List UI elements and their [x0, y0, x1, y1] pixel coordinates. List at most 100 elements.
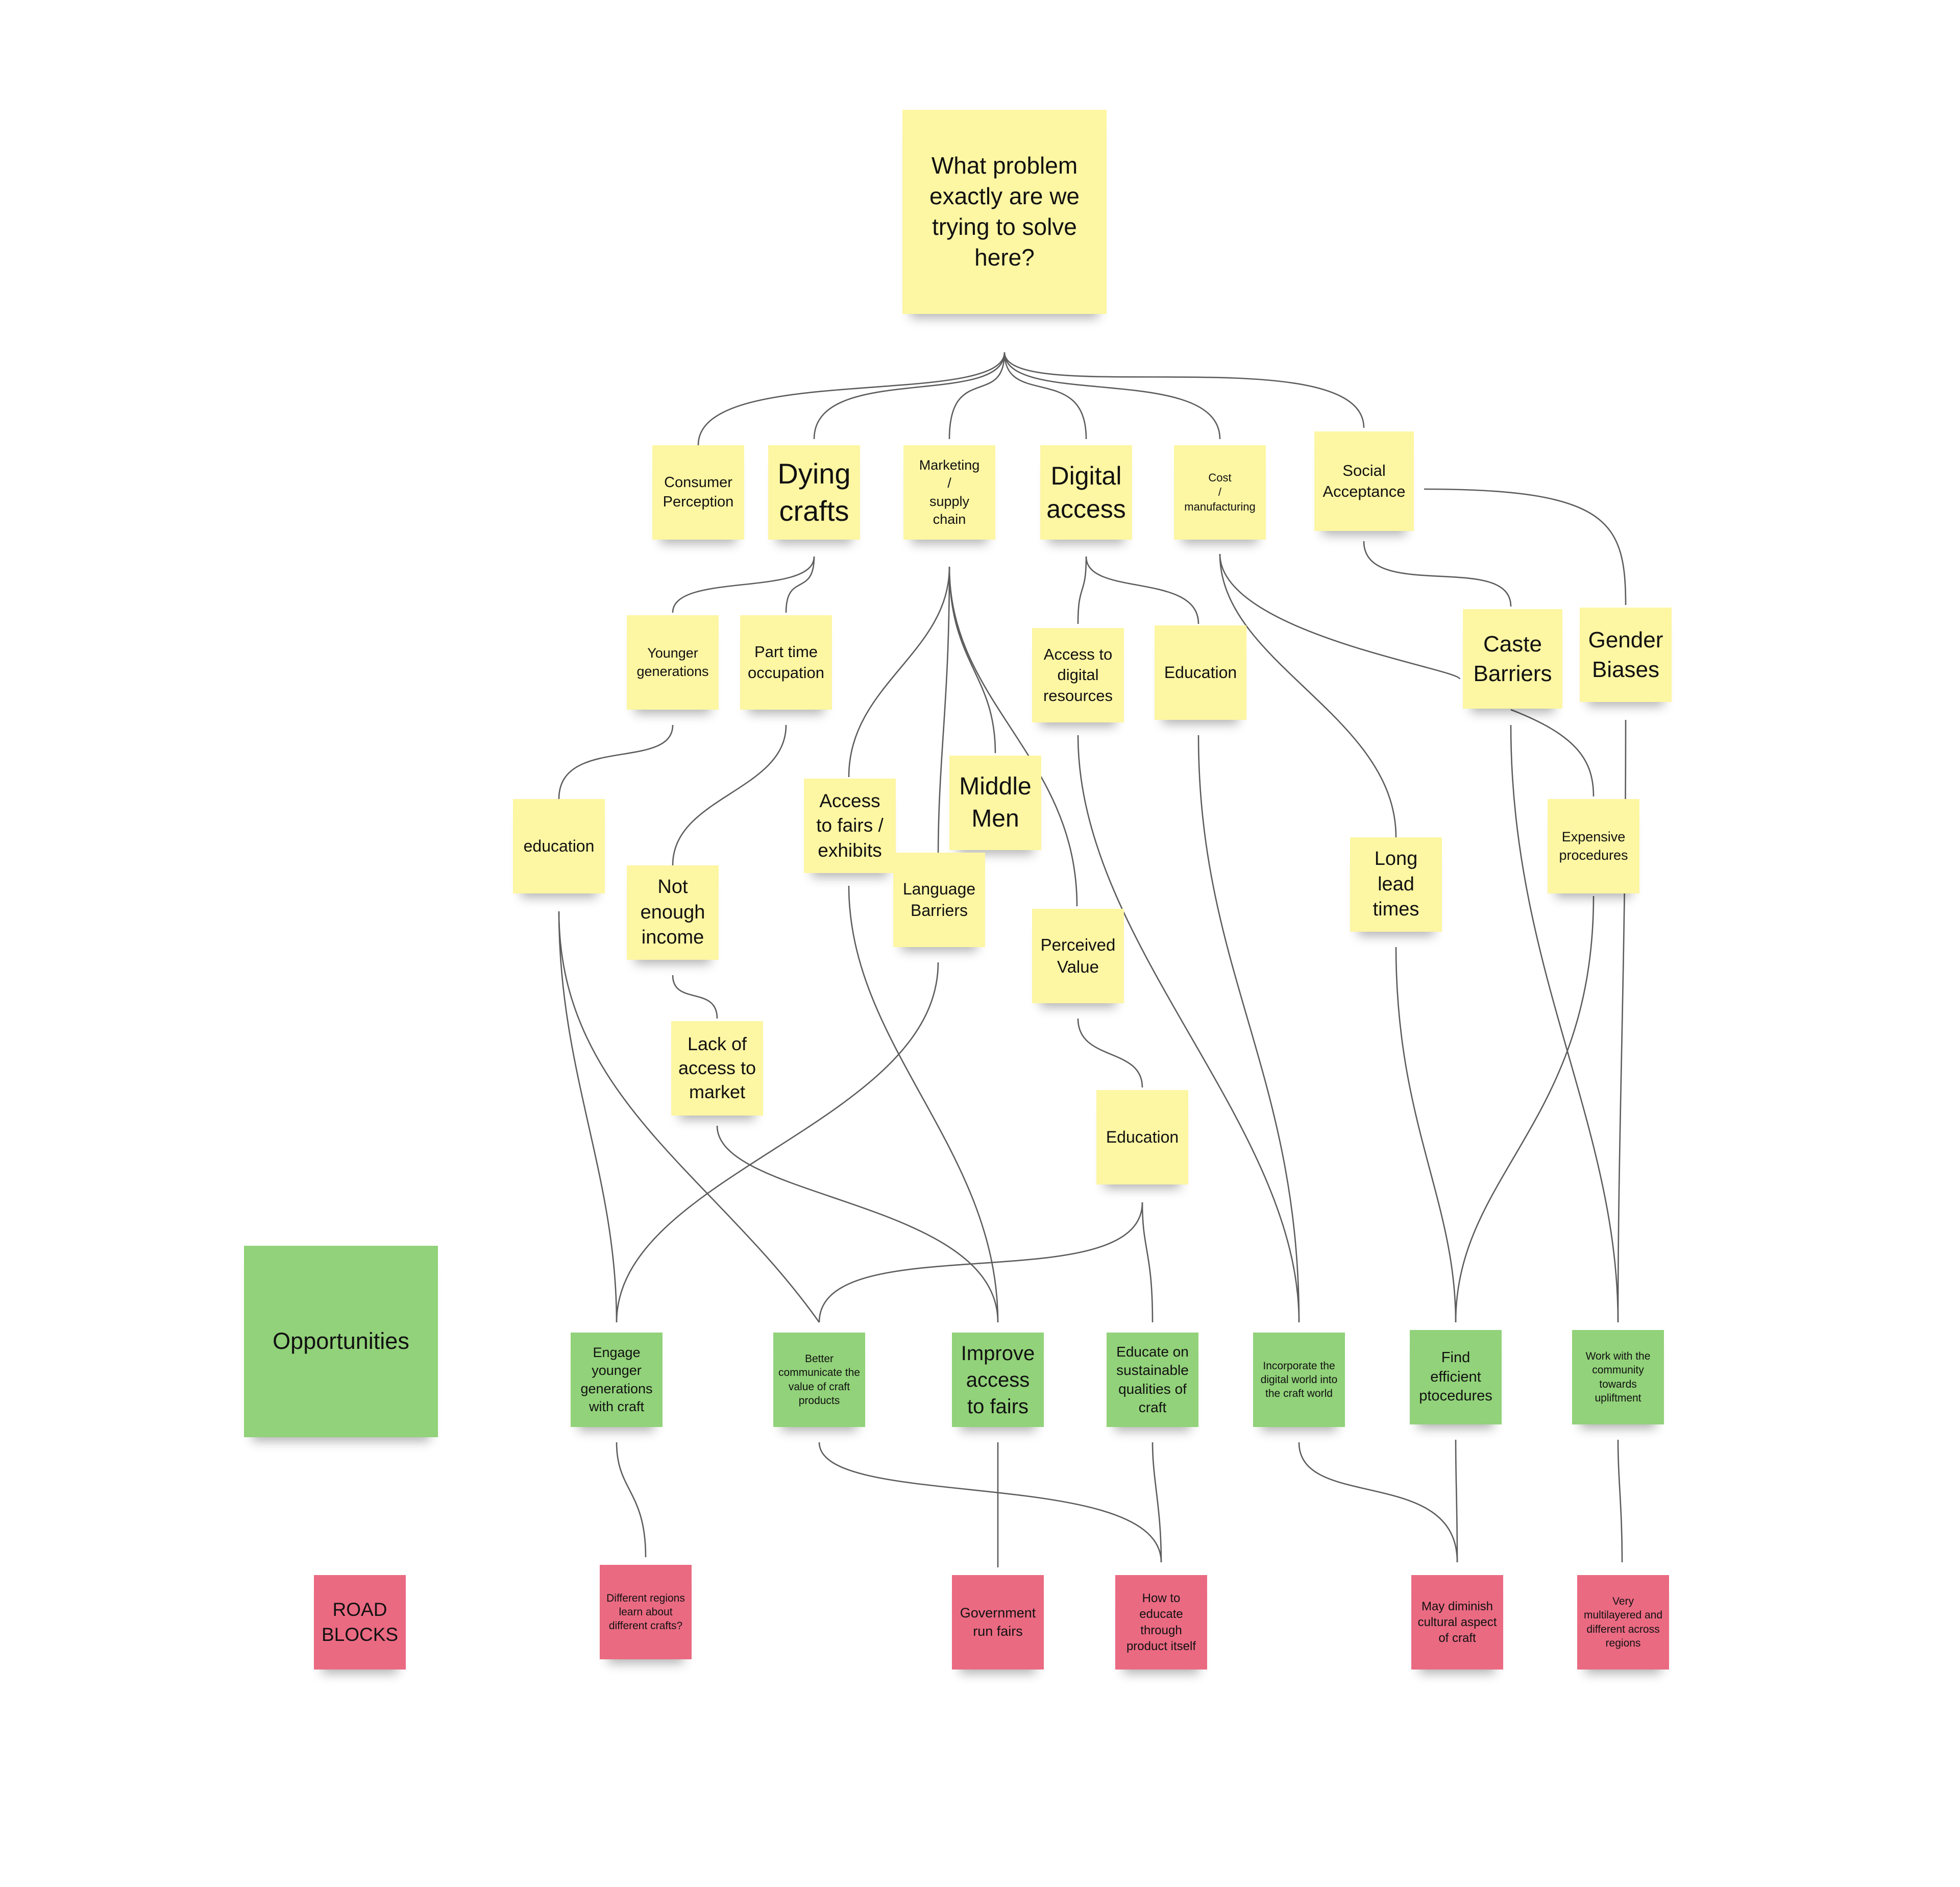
note-text: education	[523, 836, 595, 855]
category-marketing[interactable]: Marketing / supply chain	[903, 445, 995, 540]
connector	[813, 352, 1006, 440]
note-language-barriers[interactable]: Language Barriers	[893, 853, 985, 947]
roadblock-may-diminish[interactable]: May diminish cultural aspect of craft	[1411, 1575, 1503, 1670]
connector	[1003, 352, 1365, 428]
opportunity-better-communicate[interactable]: Better communicate the value of craft pr…	[773, 1333, 865, 1427]
connector	[1424, 488, 1627, 606]
connector	[697, 352, 1006, 446]
category-cost[interactable]: Cost / manufacturing	[1174, 445, 1266, 540]
roadblock-how-to-educate[interactable]: How to educate through product itself	[1115, 1575, 1207, 1670]
note-text: Long lead times	[1373, 848, 1419, 921]
note-lack-access-market[interactable]: Lack of access to market	[671, 1021, 763, 1116]
root-question-text: What problem exactly are we trying to so…	[929, 152, 1080, 271]
note-text: Improve access to fairs	[961, 1342, 1035, 1418]
note-text: Digital access	[1046, 461, 1126, 523]
note-text: Engage younger generations with craft	[580, 1345, 653, 1414]
note-text: Gender Biases	[1588, 627, 1663, 682]
note-text: Better communicate the value of craft pr…	[778, 1352, 860, 1407]
connector	[558, 724, 674, 800]
note-text: Not enough income	[640, 876, 705, 949]
note-text: Work with the community towards upliftme…	[1585, 1350, 1651, 1404]
note-part-time-occupation[interactable]: Part time occupation	[740, 615, 832, 710]
note-text: Access to fairs / exhibits	[816, 790, 884, 861]
connector	[1141, 1202, 1154, 1323]
roadblock-very-multilayered[interactable]: Very multilayered and different across r…	[1577, 1575, 1669, 1670]
note-text: Social Acceptance	[1322, 462, 1406, 500]
connector	[1197, 735, 1300, 1323]
connector	[1152, 1442, 1162, 1563]
connector	[948, 566, 1078, 907]
connector	[1617, 1439, 1623, 1563]
connector	[948, 352, 1006, 440]
note-text: Incorporate the digital world into the c…	[1260, 1360, 1338, 1400]
connector	[1298, 1442, 1458, 1563]
note-caste-barriers[interactable]: Caste Barriers	[1463, 609, 1562, 709]
note-text: ROAD BLOCKS	[321, 1599, 399, 1645]
connector	[848, 885, 999, 1323]
note-text: Access to digital resources	[1043, 645, 1113, 705]
connector	[1077, 556, 1087, 624]
connector	[1003, 352, 1221, 440]
connector	[616, 962, 939, 1323]
note-text: May diminish cultural aspect of craft	[1417, 1599, 1497, 1646]
connector	[818, 1442, 1162, 1563]
note-text: Language Barriers	[902, 879, 976, 920]
note-expensive-procedures[interactable]: Expensive procedures	[1548, 799, 1639, 893]
note-long-lead-times[interactable]: Long lead times	[1350, 837, 1442, 932]
note-text: Marketing / supply chain	[919, 457, 980, 527]
legend-road-blocks-note[interactable]: ROAD BLOCKS	[314, 1575, 406, 1670]
connector	[848, 566, 950, 778]
connector	[937, 566, 950, 861]
note-access-fairs-exhibits[interactable]: Access to fairs / exhibits	[804, 779, 896, 873]
note-younger-generations[interactable]: Younger generations	[627, 615, 719, 710]
note-education-younger[interactable]: education	[513, 799, 605, 893]
note-text: Different regions learn about different …	[606, 1592, 685, 1632]
opportunity-work-community[interactable]: Work with the community towards upliftme…	[1572, 1330, 1664, 1424]
note-access-digital-resources[interactable]: Access to digital resources	[1032, 628, 1124, 722]
category-social-acceptance[interactable]: Social Acceptance	[1314, 431, 1414, 531]
connector	[716, 1125, 999, 1323]
root-question-note[interactable]: What problem exactly are we trying to so…	[902, 110, 1107, 314]
opportunity-incorporate-digital[interactable]: Incorporate the digital world into the c…	[1253, 1333, 1345, 1427]
connector	[1077, 735, 1300, 1323]
opportunity-find-efficient[interactable]: Find efficient ptocedures	[1410, 1330, 1502, 1424]
connector	[1510, 724, 1619, 1323]
category-digital-access[interactable]: Digital access	[1040, 445, 1132, 540]
connector	[672, 975, 718, 1019]
note-text: Caste Barriers	[1473, 632, 1552, 686]
opportunity-educate-sustainable[interactable]: Educate on sustainable qualities of craf…	[1107, 1333, 1198, 1427]
note-gender-biases[interactable]: Gender Biases	[1580, 608, 1672, 702]
connector	[1363, 541, 1512, 607]
legend-opportunities-note[interactable]: Opportunities	[244, 1246, 438, 1437]
roadblock-different-regions[interactable]: Different regions learn about different …	[600, 1565, 692, 1659]
note-text: Dying crafts	[777, 457, 851, 527]
connector	[1085, 556, 1199, 624]
note-text: Part time occupation	[748, 643, 824, 682]
note-text: How to educate through product itself	[1126, 1591, 1196, 1653]
connector	[1077, 1018, 1143, 1088]
connector	[785, 556, 815, 613]
note-text: Lack of access to market	[678, 1033, 756, 1102]
note-education-value[interactable]: Education	[1096, 1090, 1188, 1184]
note-text: Opportunities	[273, 1328, 409, 1354]
category-dying-crafts[interactable]: Dying crafts	[768, 445, 860, 540]
connector	[1219, 553, 1397, 838]
connector	[948, 566, 996, 754]
note-text: Perceived Value	[1040, 935, 1116, 976]
roadblock-government-fairs[interactable]: Government run fairs	[952, 1575, 1044, 1670]
note-perceived-value[interactable]: Perceived Value	[1032, 909, 1124, 1003]
opportunity-improve-fairs[interactable]: Improve access to fairs	[952, 1333, 1044, 1427]
opportunity-engage-younger[interactable]: Engage younger generations with craft	[571, 1333, 663, 1427]
note-text: Consumer Perception	[663, 474, 734, 510]
note-text: Find efficient ptocedures	[1419, 1349, 1492, 1405]
note-text: Middle Men	[959, 773, 1032, 832]
category-consumer-perception[interactable]: Consumer Perception	[652, 445, 744, 540]
note-not-enough-income[interactable]: Not enough income	[627, 865, 719, 960]
note-text: Very multilayered and different across r…	[1583, 1595, 1663, 1649]
connector	[1219, 553, 1461, 680]
note-education-digital[interactable]: Education	[1155, 625, 1246, 720]
note-text: Cost / manufacturing	[1184, 471, 1256, 513]
note-middle-men[interactable]: Middle Men	[949, 756, 1041, 850]
note-text: Education	[1164, 663, 1237, 682]
